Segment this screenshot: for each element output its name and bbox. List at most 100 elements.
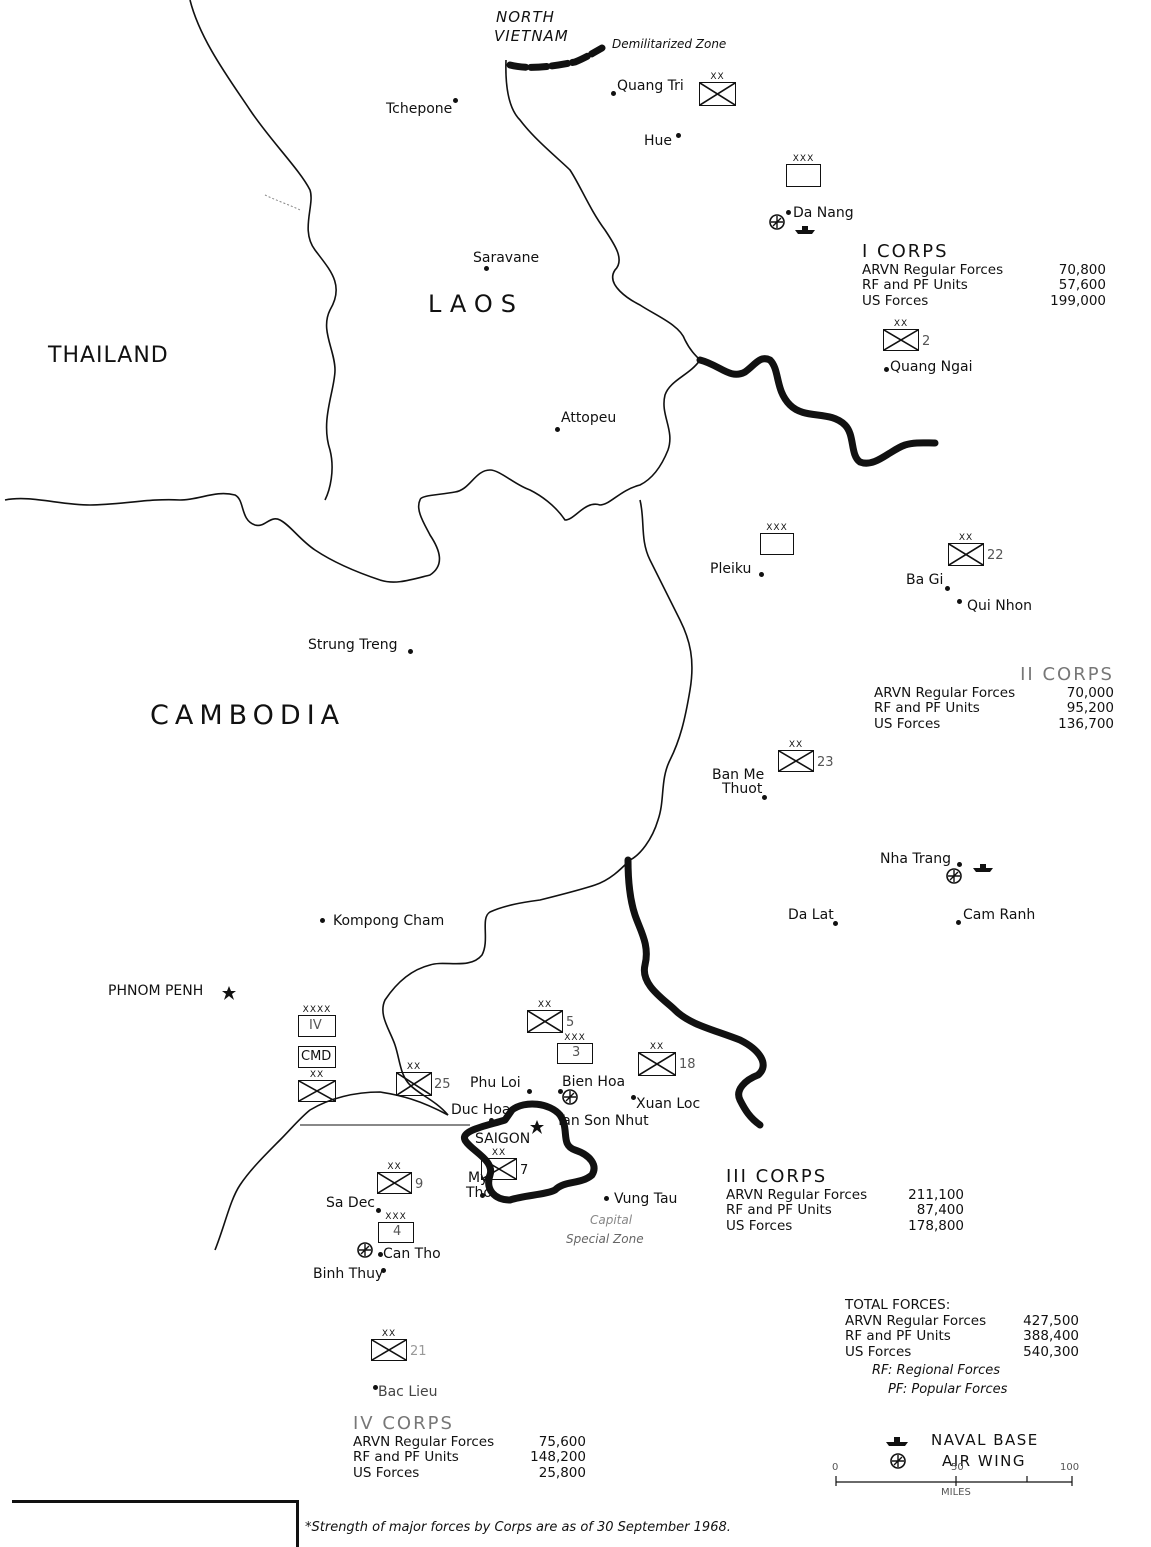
air-wing-icon: [769, 214, 785, 230]
label-attopeu: Attopeu: [561, 410, 617, 426]
echelon-label: XX: [381, 1329, 397, 1339]
label-pleiku: Pleiku: [710, 561, 752, 577]
echelon-label: XX: [649, 1042, 665, 1052]
city-dot: [378, 1252, 383, 1257]
label-my-tho: Tho: [466, 1185, 492, 1201]
unit-division-symbol: XX 18: [638, 1042, 696, 1076]
city-dot: [320, 918, 325, 923]
city-dot: [631, 1095, 636, 1100]
row-value: 427,500: [1023, 1312, 1079, 1329]
label-thailand: THAILAND: [48, 343, 169, 368]
echelon-label: XX: [387, 1162, 402, 1172]
row-value: 136,700: [1058, 715, 1114, 732]
row-label: ARVN Regular Forces: [862, 261, 1004, 278]
air-wing-icon: [890, 1453, 906, 1469]
label-ban-me-thuot: Thuot: [722, 781, 763, 797]
label-phu-loi: Phu Loi: [470, 1075, 521, 1091]
thailand-cambodia-border: [4, 492, 381, 581]
scale-tick-50: 50: [951, 1462, 964, 1473]
row-label: ARVN Regular Forces: [353, 1433, 495, 1450]
unit-corps-symbol: XXX 3: [557, 1033, 593, 1064]
unit-corps-symbol: XXX: [760, 523, 794, 555]
corps-title: II CORPS: [1020, 664, 1114, 685]
unit-number: 9: [415, 1177, 424, 1192]
row-label: ARVN Regular Forces: [726, 1186, 868, 1203]
star-icon: [530, 1120, 544, 1134]
scale-tick-0: 0: [832, 1462, 839, 1473]
city-dot: [489, 1118, 494, 1123]
row-value: 75,600: [538, 1433, 586, 1450]
city-dot: [376, 1208, 381, 1213]
unit-division-symbol: XX 5: [527, 1000, 574, 1033]
row-value: 25,800: [538, 1464, 586, 1481]
corps-title: IV CORPS: [353, 1413, 454, 1434]
unit-corps-symbol: XXX 4: [378, 1212, 414, 1243]
sw-border: [214, 1091, 449, 1251]
row-label: RF and PF Units: [874, 700, 980, 716]
unit-division-symbol: XX 2: [883, 319, 930, 351]
city-dot: [604, 1196, 609, 1201]
unit-division-symbol: XX: [699, 72, 736, 106]
echelon-label: XXX: [385, 1212, 407, 1222]
label-can-tho: Can Tho: [383, 1246, 441, 1262]
row-value: 178,800: [908, 1217, 964, 1234]
row-value: 199,000: [1050, 292, 1106, 309]
label-capital-zone: Special Zone: [566, 1232, 644, 1246]
capital-zone-ring: [461, 1100, 598, 1204]
unit-division-symbol: XX 25: [396, 1062, 451, 1096]
label-bac-lieu: Bac Lieu: [378, 1384, 438, 1400]
row-label: RF and PF Units: [845, 1328, 951, 1344]
city-dot: [480, 1193, 485, 1198]
unit-division-symbol: XX 22: [948, 533, 1004, 566]
label-dmz: Demilitarized Zone: [612, 37, 727, 51]
unit-number: IV: [309, 1018, 322, 1033]
echelon-label: XX: [309, 1070, 325, 1080]
scale-unit: MILES: [941, 1487, 971, 1498]
star-icon: [222, 986, 236, 1000]
ship-icon: [973, 864, 993, 872]
label-saigon: SAIGON: [475, 1131, 531, 1147]
row-label: US Forces: [862, 292, 929, 309]
unit-division-symbol: XX 7: [481, 1148, 528, 1180]
echelon-label: XXX: [564, 1033, 586, 1043]
unit-number: 7: [520, 1163, 529, 1178]
label-saravane: Saravane: [473, 250, 540, 266]
label-north-vietnam: VIETNAM: [494, 27, 569, 45]
city-dot: [555, 427, 560, 432]
city-dot: [833, 921, 838, 926]
label-xuan-loc: Xuan Loc: [636, 1096, 701, 1112]
unit-division-symbol: XX: [298, 1070, 336, 1102]
echelon-label: XXX: [792, 154, 815, 164]
unit-number: 25: [434, 1077, 451, 1092]
label-quang-ngai: Quang Ngai: [890, 359, 973, 375]
city-dot: [762, 795, 767, 800]
symbols: [222, 214, 993, 1258]
unit-number: 3: [572, 1045, 581, 1060]
echelon-label: XX: [893, 319, 909, 329]
echelon-label: XXX: [766, 523, 788, 533]
row-value: 211,100: [908, 1186, 964, 1203]
corps-title: I CORPS: [862, 241, 949, 262]
label-ban-me-thuot: Ban Me: [712, 767, 765, 783]
label-nha-trang: Nha Trang: [880, 851, 951, 867]
label-quang-tri: Quang Tri: [617, 78, 684, 94]
label-vung-tau: Vung Tau: [614, 1191, 678, 1207]
label-binh-thuy: Binh Thuy: [313, 1266, 384, 1282]
row-value: 388,400: [1023, 1328, 1079, 1344]
row-label: US Forces: [874, 715, 941, 732]
city-dot: [373, 1385, 378, 1390]
city-dot: [527, 1089, 532, 1094]
air-wing-icon: [562, 1089, 578, 1105]
label-ba-gi: Ba Gi: [906, 572, 944, 588]
total-title: TOTAL FORCES:: [845, 1297, 951, 1313]
city-dot: [676, 133, 681, 138]
echelon-label: XXXX: [302, 1005, 332, 1015]
abbrev-rf: RF: Regional Forces: [872, 1363, 1001, 1378]
unit-division-symbol: XX 23: [778, 740, 834, 772]
unit-number: 18: [679, 1057, 696, 1072]
city-dot: [381, 1268, 386, 1273]
city-dot: [786, 210, 791, 215]
label-north-vietnam: NORTH: [496, 8, 555, 26]
echelon-label: XX: [406, 1062, 422, 1072]
